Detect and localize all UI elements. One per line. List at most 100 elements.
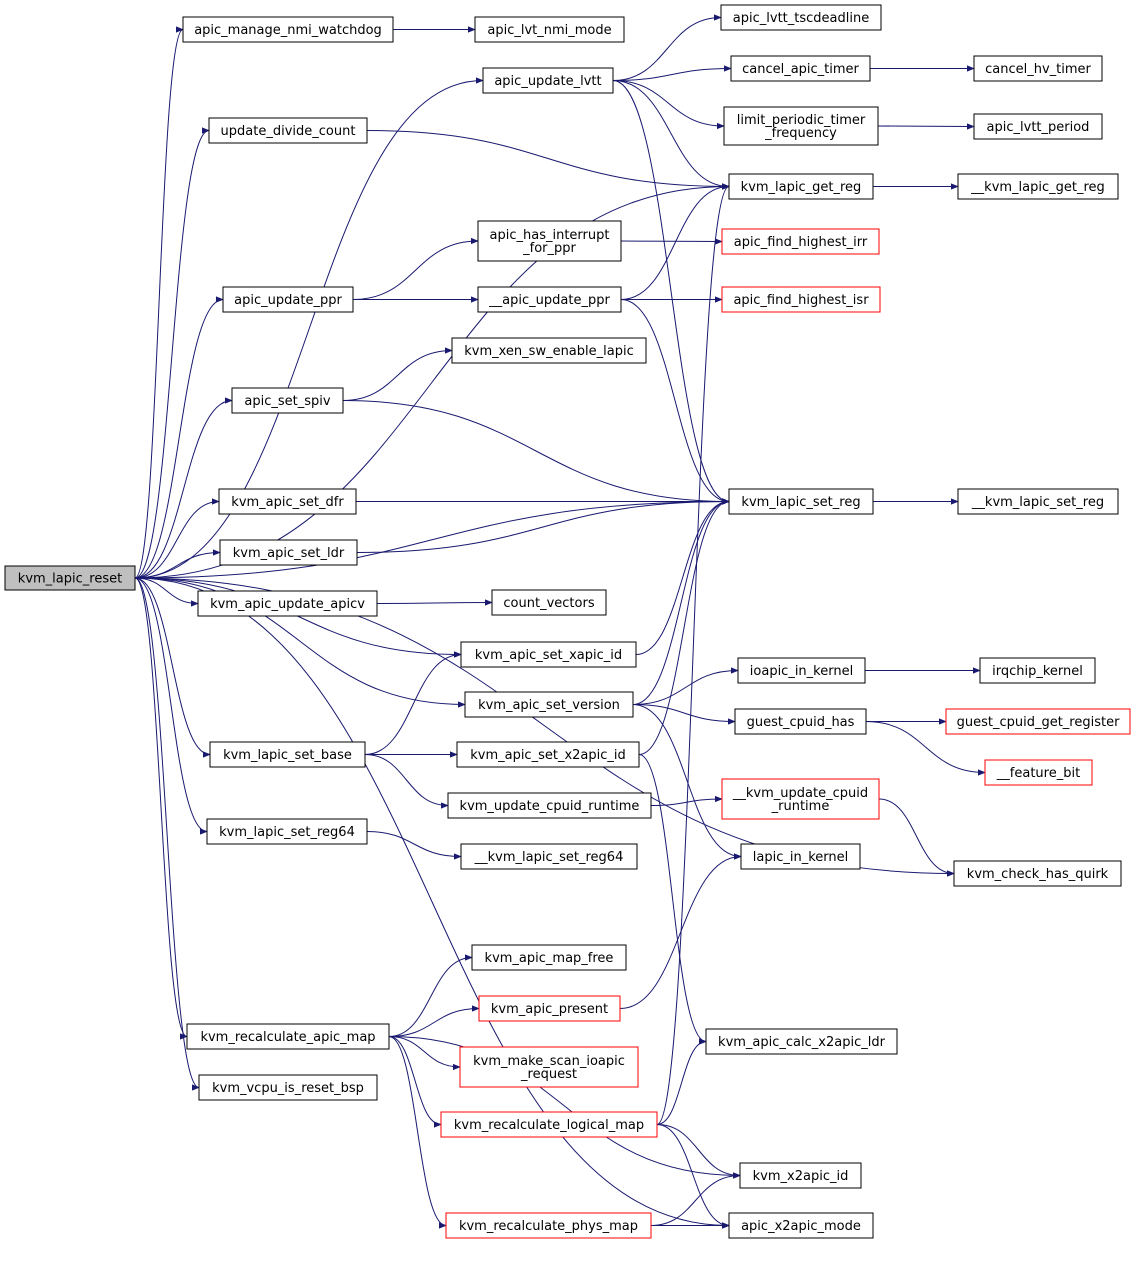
node-kvm_recalculate_apic_map[interactable]: kvm_recalculate_apic_map: [186, 1023, 390, 1050]
node-box[interactable]: [491, 589, 607, 616]
node-box[interactable]: [973, 55, 1103, 82]
node-limit_periodic_timer_frequency[interactable]: limit_periodic_timer_frequency: [723, 106, 879, 146]
node-box[interactable]: [723, 106, 879, 146]
node-kvm_recalculate_logical_map[interactable]: kvm_recalculate_logical_map: [440, 1111, 658, 1138]
node-box[interactable]: [957, 173, 1119, 200]
node-cancel_hv_timer[interactable]: cancel_hv_timer: [973, 55, 1103, 82]
node-box[interactable]: [728, 1212, 874, 1239]
node-apic_update_ppr[interactable]: apic_update_ppr: [222, 286, 354, 313]
node-guest_cpuid_has[interactable]: guest_cpuid_has: [734, 708, 867, 735]
node-kvm_lapic_set_reg64[interactable]: kvm_lapic_set_reg64: [206, 818, 368, 845]
node-kvm_apic_calc_x2apic_ldr[interactable]: kvm_apic_calc_x2apic_ldr: [705, 1028, 898, 1055]
node-irqchip_kernel[interactable]: irqchip_kernel: [979, 657, 1096, 684]
node-box[interactable]: [734, 708, 867, 735]
node-box[interactable]: [740, 843, 861, 870]
node-kvm_lapic_set_base[interactable]: kvm_lapic_set_base: [209, 741, 366, 768]
node-__kvm_lapic_set_reg64[interactable]: __kvm_lapic_set_reg64: [460, 843, 638, 870]
node-box[interactable]: [478, 995, 621, 1022]
node-guest_cpuid_get_register[interactable]: guest_cpuid_get_register: [945, 708, 1131, 735]
node-kvm_xen_sw_enable_lapic[interactable]: kvm_xen_sw_enable_lapic: [451, 337, 647, 364]
node-count_vectors[interactable]: count_vectors: [491, 589, 607, 616]
node-box[interactable]: [721, 778, 880, 820]
node-box[interactable]: [447, 792, 652, 819]
node-box[interactable]: [197, 590, 378, 617]
node-__kvm_lapic_get_reg[interactable]: __kvm_lapic_get_reg: [957, 173, 1119, 200]
node-kvm_recalculate_phys_map[interactable]: kvm_recalculate_phys_map: [445, 1212, 652, 1239]
node-box[interactable]: [464, 691, 634, 718]
node-box[interactable]: [957, 488, 1119, 515]
node-kvm_apic_update_apicv[interactable]: kvm_apic_update_apicv: [197, 590, 378, 617]
node-kvm_apic_set_xapic_id[interactable]: kvm_apic_set_xapic_id: [460, 641, 637, 668]
node-kvm_apic_set_x2apic_id[interactable]: kvm_apic_set_x2apic_id: [456, 741, 640, 768]
node-box[interactable]: [477, 286, 622, 313]
node-kvm_apic_present[interactable]: kvm_apic_present: [478, 995, 621, 1022]
node-box[interactable]: [182, 16, 394, 43]
node-box[interactable]: [460, 843, 638, 870]
node-box[interactable]: [973, 113, 1103, 140]
node-box[interactable]: [460, 641, 637, 668]
node-box[interactable]: [445, 1212, 652, 1239]
node-box[interactable]: [209, 741, 366, 768]
node-kvm_lapic_set_reg[interactable]: kvm_lapic_set_reg: [728, 488, 874, 515]
node-box[interactable]: [186, 1023, 390, 1050]
node-update_divide_count[interactable]: update_divide_count: [208, 117, 368, 144]
node-box[interactable]: [219, 539, 358, 566]
node-box[interactable]: [474, 16, 625, 43]
node-kvm_vcpu_is_reset_bsp[interactable]: kvm_vcpu_is_reset_bsp: [198, 1074, 378, 1101]
node-__kvm_lapic_set_reg[interactable]: __kvm_lapic_set_reg: [957, 488, 1119, 515]
node-box[interactable]: [459, 1046, 639, 1088]
node-box[interactable]: [721, 228, 880, 255]
node-kvm_x2apic_id[interactable]: kvm_x2apic_id: [739, 1162, 862, 1189]
node-box[interactable]: [720, 4, 882, 31]
node-box[interactable]: [456, 741, 640, 768]
node-box[interactable]: [482, 67, 614, 94]
node-box[interactable]: [206, 818, 368, 845]
node-apic_lvtt_tscdeadline[interactable]: apic_lvtt_tscdeadline: [720, 4, 882, 31]
node-apic_update_lvtt[interactable]: apic_update_lvtt: [482, 67, 614, 94]
node-box[interactable]: [945, 708, 1131, 735]
node-apic_manage_nmi_watchdog[interactable]: apic_manage_nmi_watchdog: [182, 16, 394, 43]
node-kvm_lapic_get_reg[interactable]: kvm_lapic_get_reg: [728, 173, 874, 200]
node-box[interactable]: [198, 1074, 378, 1101]
node-box[interactable]: [471, 944, 627, 971]
node-kvm_check_has_quirk[interactable]: kvm_check_has_quirk: [953, 860, 1122, 887]
node-box[interactable]: [231, 387, 344, 414]
node-kvm_apic_set_version[interactable]: kvm_apic_set_version: [464, 691, 634, 718]
node-box[interactable]: [222, 286, 354, 313]
node-kvm_update_cpuid_runtime[interactable]: kvm_update_cpuid_runtime: [447, 792, 652, 819]
node-lapic_in_kernel[interactable]: lapic_in_kernel: [740, 843, 861, 870]
node-box[interactable]: [451, 337, 647, 364]
node-__feature_bit[interactable]: __feature_bit: [984, 759, 1093, 786]
node-box[interactable]: [737, 657, 866, 684]
node-box[interactable]: [440, 1111, 658, 1138]
node-__kvm_update_cpuid_runtime[interactable]: __kvm_update_cpuid_runtime: [721, 778, 880, 820]
node-kvm_apic_set_ldr[interactable]: kvm_apic_set_ldr: [219, 539, 358, 566]
node-__apic_update_ppr[interactable]: __apic_update_ppr: [477, 286, 622, 313]
node-apic_lvt_nmi_mode[interactable]: apic_lvt_nmi_mode: [474, 16, 625, 43]
node-ioapic_in_kernel[interactable]: ioapic_in_kernel: [737, 657, 866, 684]
node-box[interactable]: [730, 55, 871, 82]
node-apic_has_interrupt_for_ppr[interactable]: apic_has_interrupt_for_ppr: [477, 220, 622, 262]
node-box[interactable]: [208, 117, 368, 144]
node-box[interactable]: [728, 173, 874, 200]
node-apic_set_spiv[interactable]: apic_set_spiv: [231, 387, 344, 414]
node-apic_find_highest_isr[interactable]: apic_find_highest_isr: [721, 286, 881, 313]
node-cancel_apic_timer[interactable]: cancel_apic_timer: [730, 55, 871, 82]
node-kvm_make_scan_ioapic_request[interactable]: kvm_make_scan_ioapic_request: [459, 1046, 639, 1088]
node-box[interactable]: [4, 565, 136, 591]
node-box[interactable]: [705, 1028, 898, 1055]
node-box[interactable]: [984, 759, 1093, 786]
node-box[interactable]: [218, 488, 357, 515]
node-kvm_apic_map_free[interactable]: kvm_apic_map_free: [471, 944, 627, 971]
node-box[interactable]: [979, 657, 1096, 684]
node-kvm_apic_set_dfr[interactable]: kvm_apic_set_dfr: [218, 488, 357, 515]
node-box[interactable]: [739, 1162, 862, 1189]
node-box[interactable]: [721, 286, 881, 313]
node-apic_x2apic_mode[interactable]: apic_x2apic_mode: [728, 1212, 874, 1239]
node-apic_find_highest_irr[interactable]: apic_find_highest_irr: [721, 228, 880, 255]
node-kvm_lapic_reset[interactable]: kvm_lapic_reset: [4, 565, 136, 591]
node-apic_lvtt_period[interactable]: apic_lvtt_period: [973, 113, 1103, 140]
node-box[interactable]: [728, 488, 874, 515]
node-box[interactable]: [953, 860, 1122, 887]
node-box[interactable]: [477, 220, 622, 262]
